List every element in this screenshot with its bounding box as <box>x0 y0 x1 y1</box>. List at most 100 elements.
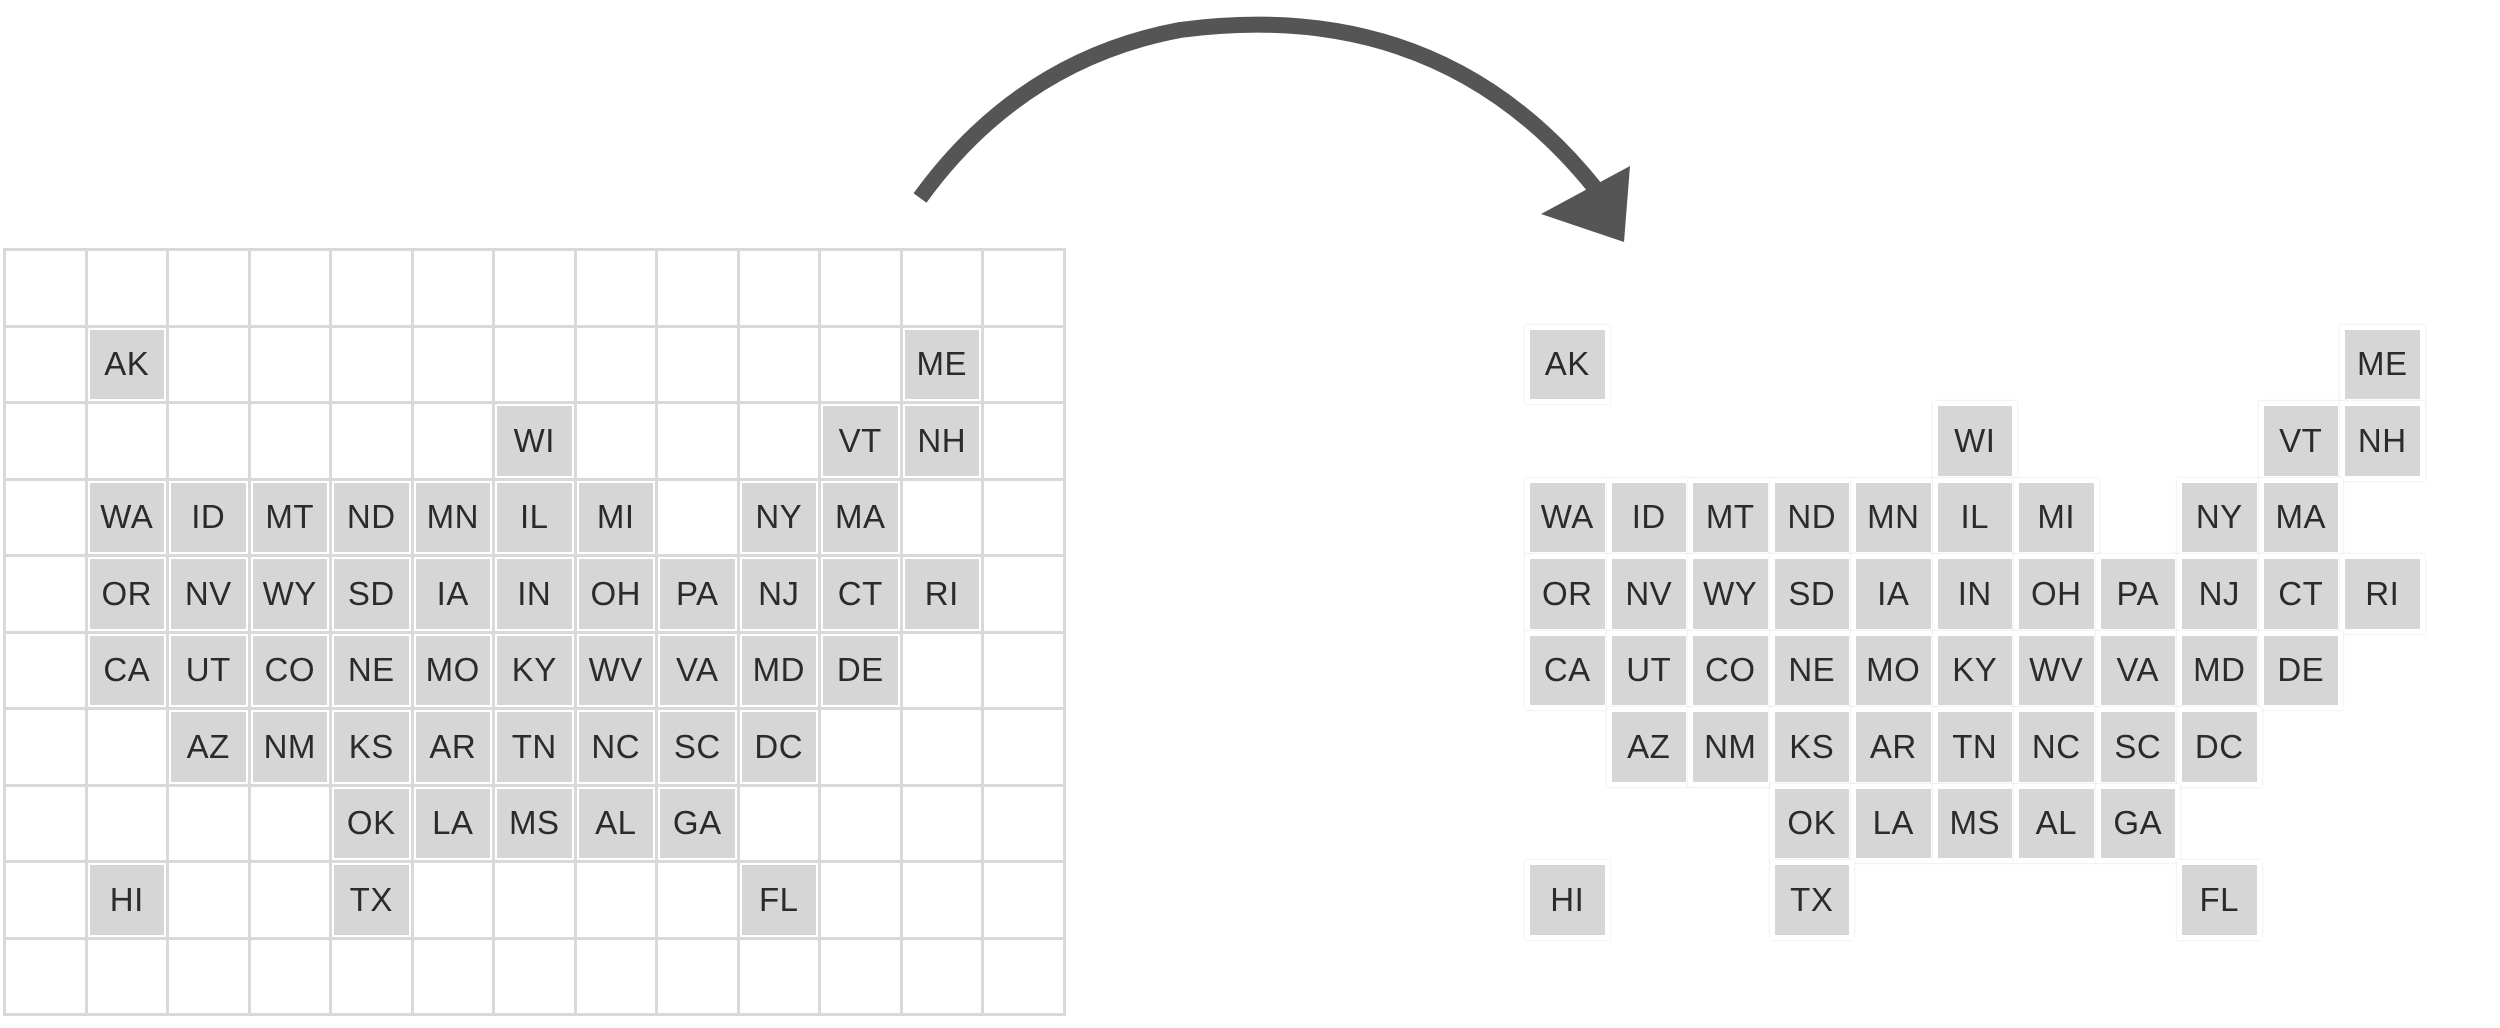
state-tile-mo: MO <box>1856 635 1931 705</box>
state-tile-ms: MS <box>1937 788 2012 858</box>
state-tile-co: CO <box>252 635 327 705</box>
state-tile-vt: VT <box>823 406 898 476</box>
state-tile-va: VA <box>660 635 735 705</box>
state-tile-oh: OH <box>2019 559 2094 629</box>
state-tile-md: MD <box>2182 635 2257 705</box>
grid-cell <box>166 936 251 1016</box>
state-tile-mt: MT <box>252 482 327 552</box>
grid-cell <box>247 324 332 404</box>
grid-cell <box>3 936 88 1016</box>
state-tile-co: CO <box>1693 635 1768 705</box>
state-tile-me: ME <box>2345 329 2420 399</box>
state-tile-mi: MI <box>578 482 653 552</box>
state-tile-wi: WI <box>497 406 572 476</box>
state-tile-dc: DC <box>2182 712 2257 782</box>
state-tile-va: VA <box>2100 635 2175 705</box>
state-tile-ks: KS <box>334 712 409 782</box>
state-tile-nm: NM <box>1693 712 1768 782</box>
state-tile-ct: CT <box>2263 559 2338 629</box>
state-tile-md: MD <box>741 635 816 705</box>
grid-cell <box>655 248 740 328</box>
grid-cell <box>818 324 903 404</box>
state-tile-ny: NY <box>2182 482 2257 552</box>
state-tile-nv: NV <box>1611 559 1686 629</box>
grid-cell <box>3 554 88 634</box>
state-tile-la: LA <box>415 788 490 858</box>
state-tile-ga: GA <box>660 788 735 858</box>
state-tile-tn: TN <box>1937 712 2012 782</box>
state-tile-or: OR <box>89 559 164 629</box>
state-tile-in: IN <box>1937 559 2012 629</box>
grid-cell <box>736 324 821 404</box>
grid-cell <box>981 936 1066 1016</box>
grid-cell <box>492 936 577 1016</box>
state-tile-mn: MN <box>1856 482 1931 552</box>
grid-cell <box>410 248 495 328</box>
state-tile-il: IL <box>1937 482 2012 552</box>
grid-cell <box>981 554 1066 634</box>
state-tile-ar: AR <box>1856 712 1931 782</box>
state-tile-ma: MA <box>823 482 898 552</box>
state-tile-az: AZ <box>171 712 246 782</box>
state-tile-de: DE <box>2263 635 2338 705</box>
state-tile-wy: WY <box>252 559 327 629</box>
state-tile-ok: OK <box>334 788 409 858</box>
state-tile-ca: CA <box>89 635 164 705</box>
grid-cell <box>329 401 414 481</box>
state-tile-hi: HI <box>89 865 164 935</box>
state-tile-wi: WI <box>1937 406 2012 476</box>
state-tile-ny: NY <box>741 482 816 552</box>
state-tile-mn: MN <box>415 482 490 552</box>
state-tile-ky: KY <box>1937 635 2012 705</box>
state-tile-nj: NJ <box>741 559 816 629</box>
state-tile-mo: MO <box>415 635 490 705</box>
grid-cell <box>655 860 740 940</box>
state-tile-ut: UT <box>171 635 246 705</box>
state-tile-sc: SC <box>660 712 735 782</box>
grid-cell <box>3 477 88 557</box>
grid-cell <box>981 860 1066 940</box>
state-tile-ms: MS <box>497 788 572 858</box>
state-tile-nd: ND <box>1774 482 1849 552</box>
state-tile-me: ME <box>904 329 979 399</box>
grid-cell <box>3 324 88 404</box>
state-tile-il: IL <box>497 482 572 552</box>
state-tile-wa: WA <box>89 482 164 552</box>
grid-cell <box>492 248 577 328</box>
state-tile-dc: DC <box>741 712 816 782</box>
grid-cell <box>981 401 1066 481</box>
state-tile-nj: NJ <box>2182 559 2257 629</box>
state-tile-nc: NC <box>2019 712 2094 782</box>
state-tile-id: ID <box>1611 482 1686 552</box>
grid-cell <box>3 860 88 940</box>
state-tile-ma: MA <box>2263 482 2338 552</box>
grid-cell <box>166 248 251 328</box>
state-tile-ak: AK <box>89 329 164 399</box>
state-tile-hi: HI <box>1530 865 1605 935</box>
state-tile-de: DE <box>823 635 898 705</box>
state-tile-tx: TX <box>334 865 409 935</box>
state-tile-ca: CA <box>1530 635 1605 705</box>
grid-cell <box>247 248 332 328</box>
state-tile-oh: OH <box>578 559 653 629</box>
state-tile-ri: RI <box>2345 559 2420 629</box>
grid-cell <box>818 783 903 863</box>
state-tile-az: AZ <box>1611 712 1686 782</box>
grid-cell <box>899 936 984 1016</box>
state-tile-sd: SD <box>334 559 409 629</box>
grid-cell <box>818 936 903 1016</box>
state-tile-nh: NH <box>904 406 979 476</box>
state-tile-ga: GA <box>2100 788 2175 858</box>
state-tile-la: LA <box>1856 788 1931 858</box>
state-tile-al: AL <box>578 788 653 858</box>
state-tile-mt: MT <box>1693 482 1768 552</box>
state-tile-pa: PA <box>2100 559 2175 629</box>
state-tile-ar: AR <box>415 712 490 782</box>
state-tile-nv: NV <box>171 559 246 629</box>
state-tile-pa: PA <box>660 559 735 629</box>
state-tile-wv: WV <box>2019 635 2094 705</box>
grid-cell <box>84 707 169 787</box>
